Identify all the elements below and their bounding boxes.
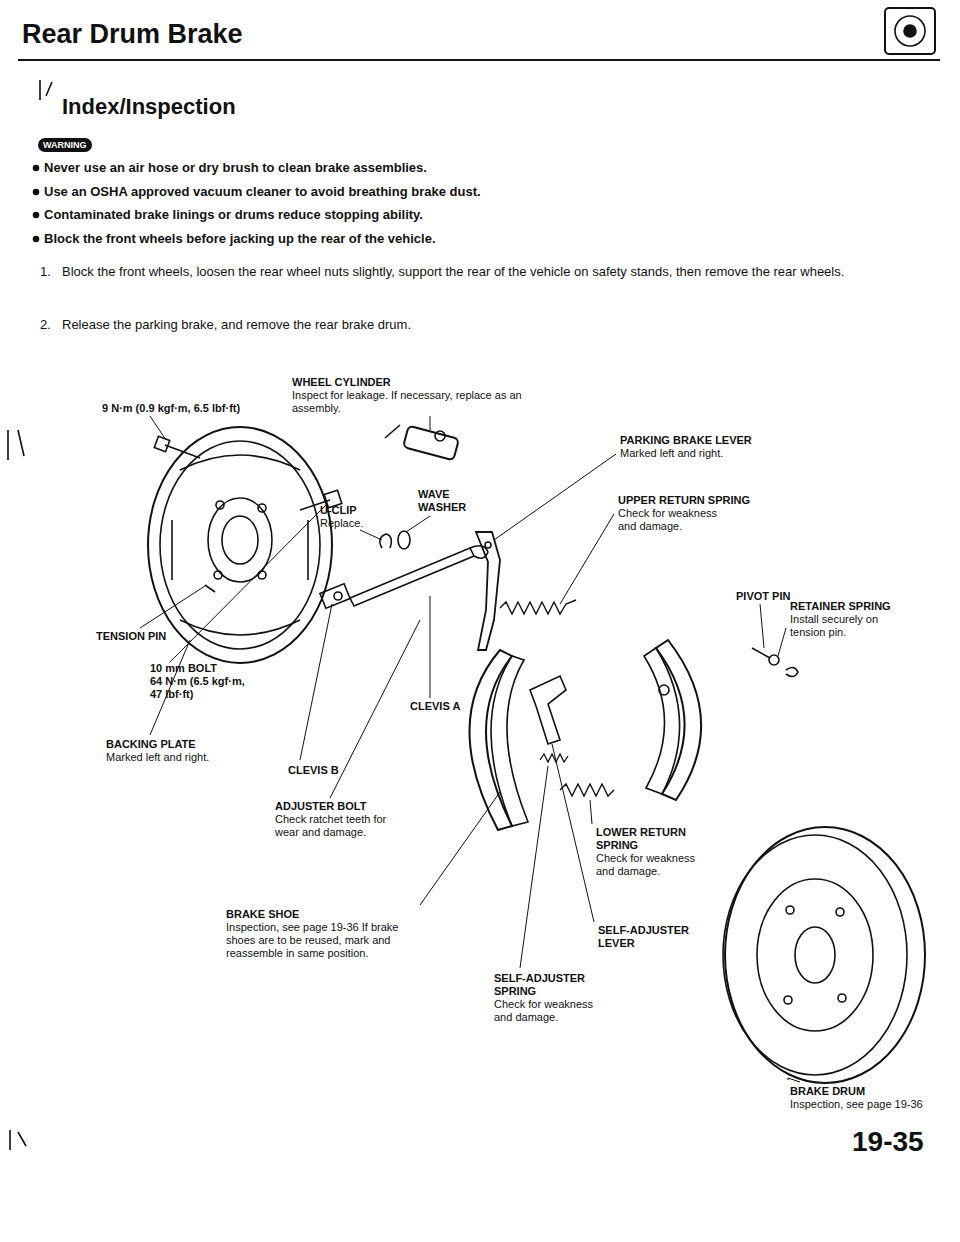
part-name: TENSION PIN <box>96 630 166 643</box>
part-name: 10 mm BOLT <box>150 662 217 675</box>
part-note: Inspection, see page 19-36 If brake shoe… <box>226 921 411 960</box>
part-note: Install securely on tension pin. <box>790 613 910 639</box>
part-name: BRAKE DRUM <box>790 1085 865 1098</box>
part-name: PIVOT PIN <box>736 590 790 603</box>
step-text: Block the front wheels, loosen the rear … <box>62 263 844 281</box>
warning-text: Block the front wheels before jacking up… <box>44 231 436 247</box>
part-note: Check ratchet teeth for wear and damage. <box>275 813 405 839</box>
part-name: WAVE WASHER <box>418 488 478 514</box>
warning-text: Never use an air hose or dry brush to cl… <box>44 160 427 176</box>
part-note: Replace. <box>320 517 363 530</box>
warning-text: Use an OSHA approved vacuum cleaner to a… <box>44 184 481 200</box>
warning-badge: WARNING <box>38 138 92 152</box>
part-note: Inspection, see page 19-36 <box>790 1098 923 1111</box>
part-note: Marked left and right. <box>106 751 209 764</box>
part-name: BACKING PLATE <box>106 738 196 751</box>
part-note: Marked left and right. <box>620 447 723 460</box>
part-name: SELF-ADJUSTER LEVER <box>598 924 698 950</box>
torque-spec: 9 N·m (0.9 kgf·m, 6.5 lbf·ft) <box>102 402 240 415</box>
page-title: Rear Drum Brake <box>22 18 243 50</box>
part-name: CLEVIS A <box>410 700 460 713</box>
page-number: 19-35 <box>852 1126 924 1158</box>
part-name: CLEVIS B <box>288 764 339 777</box>
part-name: BRAKE SHOE <box>226 908 299 921</box>
part-note: Check for weakness and damage. <box>596 852 708 878</box>
step-number: 1. <box>40 263 51 281</box>
leader-lines <box>140 416 800 1082</box>
warning-text: Contaminated brake linings or drums redu… <box>44 207 423 223</box>
part-note: Check for weakness and damage. <box>494 998 604 1024</box>
torque-spec: 64 N·m (6.5 kgf·m, 47 lbf·ft) <box>150 675 250 701</box>
part-name: LOWER RETURN SPRING <box>596 826 696 852</box>
part-note: Check for weakness and damage. <box>618 507 738 533</box>
part-name: UPPER RETURN SPRING <box>618 494 750 507</box>
part-note: Inspect for leakage. If necessary, repla… <box>292 389 522 415</box>
part-name: SELF-ADJUSTER SPRING <box>494 972 614 998</box>
step-number: 2. <box>40 316 51 334</box>
part-name: U-CLIP <box>320 504 357 517</box>
part-name: WHEEL CYLINDER <box>292 376 391 389</box>
step-text: Release the parking brake, and remove th… <box>62 316 411 334</box>
part-name: RETAINER SPRING <box>790 600 891 613</box>
section-heading: Index/Inspection <box>62 94 236 120</box>
part-name: ADJUSTER BOLT <box>275 800 366 813</box>
part-name: PARKING BRAKE LEVER <box>620 434 752 447</box>
